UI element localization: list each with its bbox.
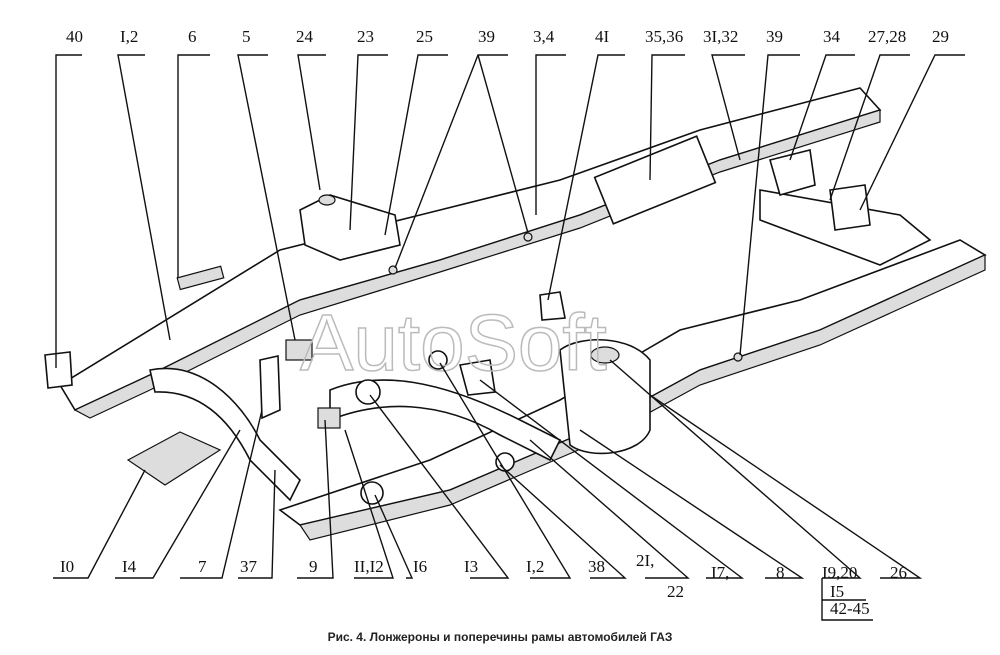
callout-label: 34 [823, 27, 841, 46]
bushing-13 [355, 379, 381, 405]
hole-39c [733, 352, 743, 362]
callout-label: 5 [242, 27, 251, 46]
callout-label: I9,20 [822, 563, 857, 582]
callout-label: 38 [588, 557, 605, 576]
callout-label: 22 [667, 582, 684, 601]
bottom-callouts: I0 I4 7 37 9 II,I2 I6 I3 I,2 38 2I, 22 I… [60, 551, 907, 618]
part-34 [769, 149, 816, 196]
callout-label: 2I, [636, 551, 654, 570]
callout-label: 6 [188, 27, 197, 46]
callout-label: 42-45 [830, 599, 870, 618]
part-41 [539, 291, 566, 321]
top-callouts: 40 I,2 6 5 24 23 25 39 3,4 4I 35,36 3I,3… [66, 27, 949, 46]
callout-label: 7 [198, 557, 207, 576]
callout-label: 9 [309, 557, 318, 576]
callout-label: 37 [240, 557, 258, 576]
part-35 [593, 135, 717, 225]
callout-label: I3 [464, 557, 478, 576]
frame-drawing [44, 87, 987, 541]
part-27 [829, 184, 871, 231]
callout-label: 26 [890, 563, 907, 582]
part-6 [176, 265, 225, 291]
callout-label: 4I [595, 27, 610, 46]
callout-label: I5 [830, 582, 844, 601]
callout-label: I,2 [120, 27, 138, 46]
bump-stop [590, 346, 620, 364]
part-40 [44, 351, 73, 389]
part-7 [259, 355, 281, 420]
callout-label: 39 [478, 27, 495, 46]
callout-label: 23 [357, 27, 374, 46]
callout-label: 40 [66, 27, 83, 46]
part-9 [317, 407, 341, 429]
bracket-cap [318, 194, 336, 206]
callout-label: 35,36 [645, 27, 683, 46]
callout-label: I6 [413, 557, 427, 576]
callout-label: 29 [932, 27, 949, 46]
callout-label: 3,4 [533, 27, 555, 46]
callout-label: 3I,32 [703, 27, 738, 46]
part-5 [285, 339, 313, 361]
middle-cross-member [329, 379, 562, 462]
figure-caption: Рис. 4. Лонжероны и поперечины рамы авто… [327, 630, 673, 644]
part-21 [495, 452, 515, 472]
part-10 [126, 431, 222, 486]
callout-label: 8 [776, 563, 785, 582]
hole-39 [523, 232, 533, 242]
callout-label: 25 [416, 27, 433, 46]
callout-label: I7, [711, 563, 729, 582]
front-cross-member [149, 367, 301, 502]
callout-label: I,2 [526, 557, 544, 576]
bottom-leader-lines [53, 359, 923, 621]
callout-label: I4 [122, 557, 137, 576]
spring-bracket [559, 338, 651, 455]
watermark: AutoSoft [300, 298, 607, 387]
part-16 [360, 481, 384, 505]
callout-label: II,I2 [354, 557, 384, 576]
top-leader-lines [55, 54, 965, 368]
callout-label: 39 [766, 27, 783, 46]
bushing-38 [428, 350, 448, 370]
callout-label: I0 [60, 557, 74, 576]
callout-label: 27,28 [868, 27, 906, 46]
callout-label: 24 [296, 27, 314, 46]
